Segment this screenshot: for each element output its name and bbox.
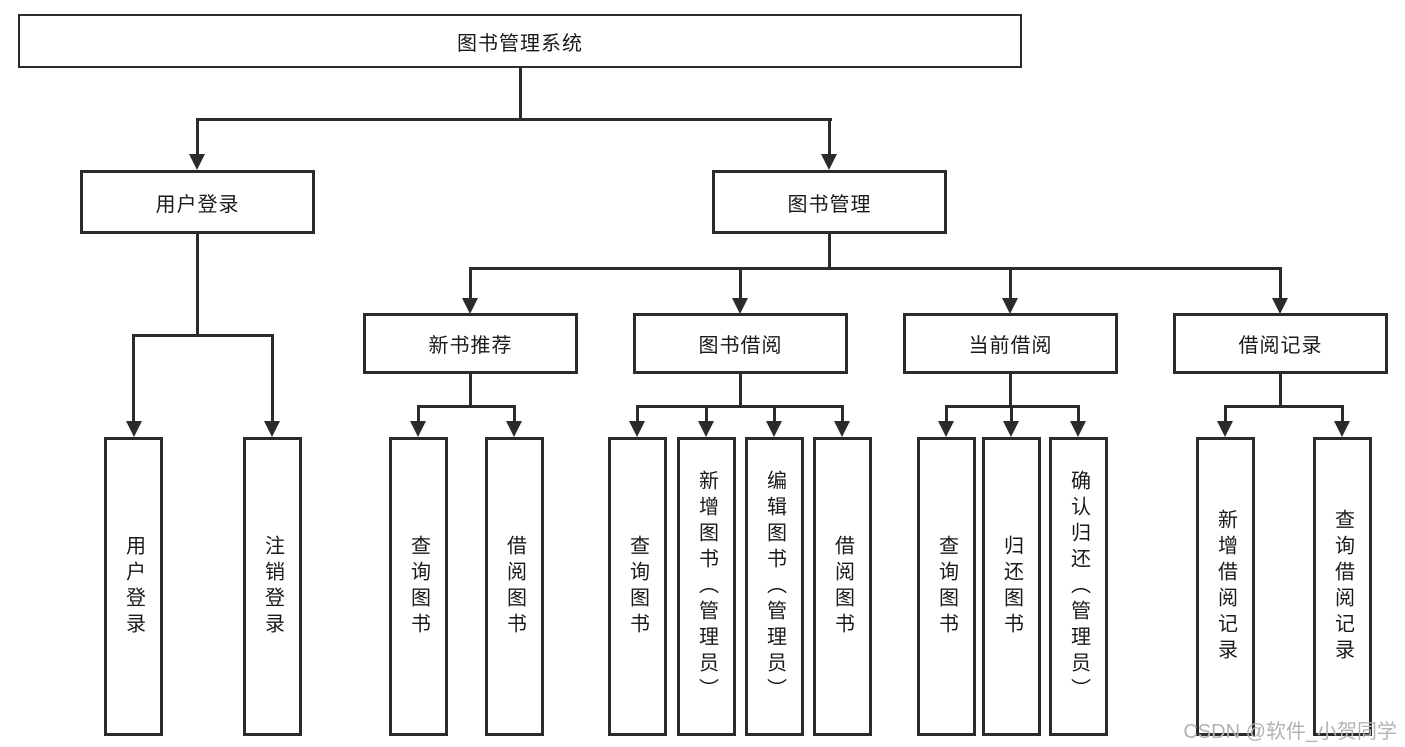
- connector-line: [945, 405, 948, 423]
- connector-line: [196, 118, 199, 156]
- leaf-label: 查询借阅记录: [1331, 508, 1354, 665]
- connector-line: [132, 334, 135, 423]
- arrow-down-icon: [938, 421, 954, 437]
- arrow-down-icon: [629, 421, 645, 437]
- node-user-login: 用户登录: [80, 170, 315, 234]
- leaf-label: 注销登录: [261, 534, 284, 639]
- node-root-label: 图书管理系统: [457, 32, 583, 55]
- connector-line: [196, 232, 199, 336]
- connector-line: [705, 405, 708, 423]
- connector-line: [196, 118, 832, 121]
- connector-line: [469, 267, 1282, 270]
- arrow-down-icon: [506, 421, 522, 437]
- arrow-down-icon: [1272, 298, 1288, 314]
- leaf-add-borrow-record: 新增借阅记录: [1196, 437, 1255, 736]
- connector-line: [828, 118, 831, 156]
- connector-line: [417, 405, 420, 423]
- connector-line: [636, 405, 844, 408]
- leaf-edit-book-admin: 编辑图书（管理员）: [745, 437, 804, 736]
- arrow-down-icon: [1003, 421, 1019, 437]
- connector-line: [1224, 405, 1227, 423]
- leaf-label: 查询图书: [626, 534, 649, 639]
- connector-line: [1341, 405, 1344, 423]
- connector-line: [1009, 374, 1012, 407]
- node-root: 图书管理系统: [18, 14, 1022, 68]
- arrow-down-icon: [766, 421, 782, 437]
- arrow-down-icon: [410, 421, 426, 437]
- leaf-label: 编辑图书（管理员）: [763, 469, 786, 704]
- leaf-label: 借阅图书: [503, 534, 526, 639]
- node-book-management: 图书管理: [712, 170, 947, 234]
- connector-line: [739, 374, 742, 407]
- connector-line: [1009, 267, 1012, 300]
- connector-line: [1279, 267, 1282, 300]
- connector-line: [1224, 405, 1343, 408]
- connector-line: [417, 405, 516, 408]
- node-borrow-record: 借阅记录: [1173, 313, 1388, 374]
- arrow-down-icon: [1002, 298, 1018, 314]
- leaf-return-book: 归还图书: [982, 437, 1041, 736]
- connector-line: [132, 334, 274, 337]
- node-label: 图书借阅: [698, 335, 783, 357]
- leaf-label: 用户登录: [122, 534, 145, 639]
- arrow-down-icon: [462, 298, 478, 314]
- node-current-borrow: 当前借阅: [903, 313, 1118, 374]
- node-book-borrow: 图书借阅: [633, 313, 848, 374]
- connector-line: [1279, 374, 1282, 407]
- arrow-down-icon: [732, 298, 748, 314]
- watermark: CSDN @软件_小贺同学: [1183, 721, 1397, 743]
- node-label: 用户登录: [155, 193, 240, 216]
- leaf-label: 查询图书: [407, 534, 430, 639]
- leaf-confirm-return-admin: 确认归还（管理员）: [1049, 437, 1108, 736]
- connector-line: [739, 267, 742, 300]
- leaf-query-book-recommend: 查询图书: [389, 437, 448, 736]
- connector-line: [841, 405, 844, 423]
- connector-line: [1077, 405, 1080, 423]
- arrow-down-icon: [189, 154, 205, 170]
- leaf-query-book-current: 查询图书: [917, 437, 976, 736]
- connector-line: [636, 405, 639, 423]
- leaf-add-book-admin: 新增图书（管理员）: [677, 437, 736, 736]
- leaf-borrow-book: 借阅图书: [813, 437, 872, 736]
- leaf-query-book-borrow: 查询图书: [608, 437, 667, 736]
- leaf-label: 确认归还（管理员）: [1067, 469, 1090, 704]
- connector-line: [828, 234, 831, 269]
- arrow-down-icon: [698, 421, 714, 437]
- connector-line: [469, 267, 472, 300]
- node-label: 新书推荐: [428, 335, 513, 357]
- leaf-borrow-book-recommend: 借阅图书: [485, 437, 544, 736]
- connector-line: [469, 374, 472, 407]
- connector-line: [513, 405, 516, 423]
- arrow-down-icon: [1070, 421, 1086, 437]
- node-new-book-recommend: 新书推荐: [363, 313, 578, 374]
- connector-line: [519, 68, 522, 119]
- connector-line: [1010, 405, 1013, 423]
- leaf-logout: 注销登录: [243, 437, 302, 736]
- leaf-query-borrow-record: 查询借阅记录: [1313, 437, 1372, 736]
- node-label: 借阅记录: [1238, 335, 1323, 357]
- leaf-label: 查询图书: [935, 534, 958, 639]
- leaf-label: 借阅图书: [831, 534, 854, 639]
- leaf-label: 新增图书（管理员）: [695, 469, 718, 704]
- leaf-user-login: 用户登录: [104, 437, 163, 736]
- arrow-down-icon: [264, 421, 280, 437]
- arrow-down-icon: [1217, 421, 1233, 437]
- arrow-down-icon: [1334, 421, 1350, 437]
- node-label: 当前借阅: [968, 335, 1053, 357]
- node-label: 图书管理: [787, 193, 872, 216]
- connector-line: [271, 334, 274, 423]
- arrow-down-icon: [126, 421, 142, 437]
- arrow-down-icon: [821, 154, 837, 170]
- arrow-down-icon: [834, 421, 850, 437]
- leaf-label: 归还图书: [1000, 534, 1023, 639]
- connector-line: [773, 405, 776, 423]
- leaf-label: 新增借阅记录: [1214, 508, 1237, 665]
